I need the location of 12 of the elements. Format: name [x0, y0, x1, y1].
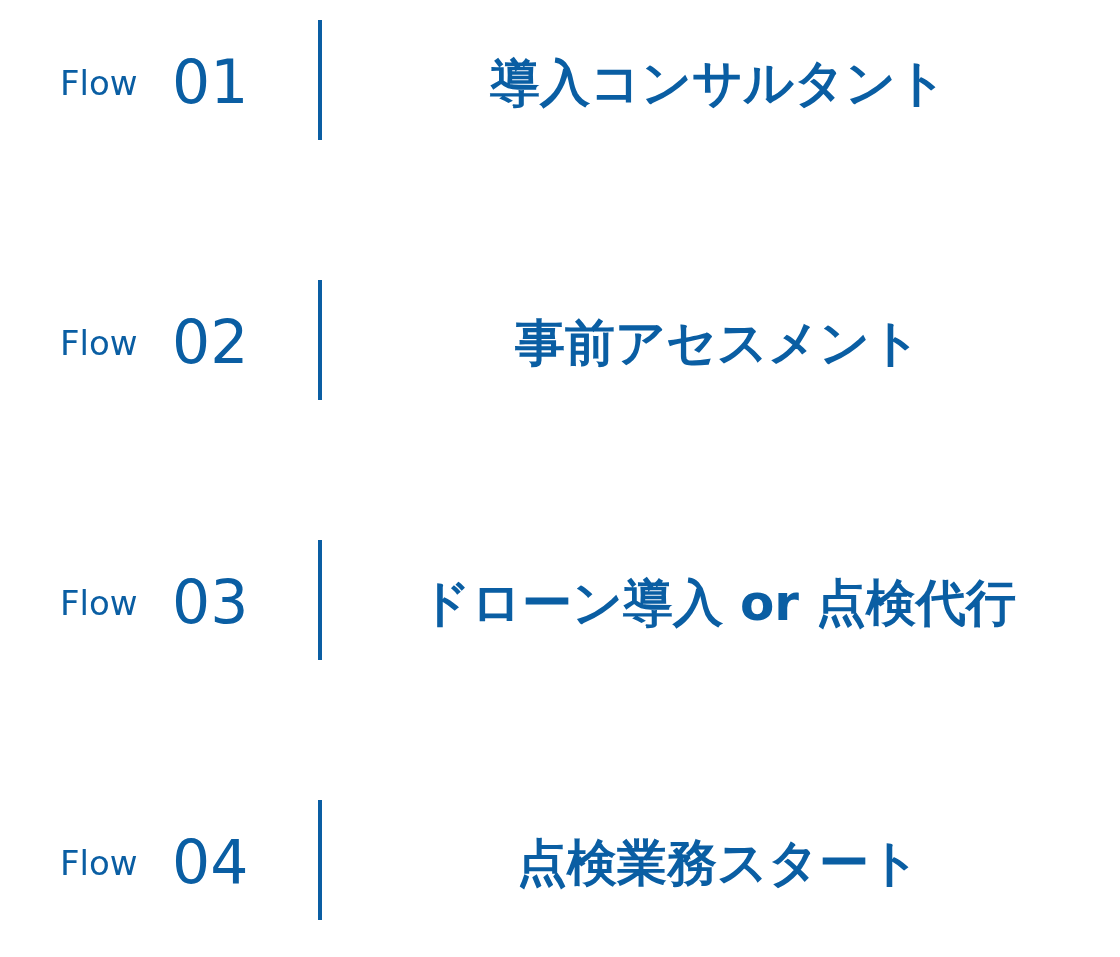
step-label: Flow [60, 66, 138, 100]
step-title: 事前アセスメント [515, 318, 921, 368]
step-number: 01 [172, 52, 249, 112]
step-number: 03 [172, 572, 249, 632]
step-title: ドローン導入 or 点検代行 [419, 578, 1017, 628]
step-title: 導入コンサルタント [489, 58, 947, 108]
step-label: Flow [60, 586, 138, 620]
step-label: Flow [60, 326, 138, 360]
step-number: 02 [172, 312, 249, 372]
step-label: Flow [60, 846, 138, 880]
step-number: 04 [172, 832, 249, 892]
step-title: 点検業務スタート [516, 838, 920, 888]
